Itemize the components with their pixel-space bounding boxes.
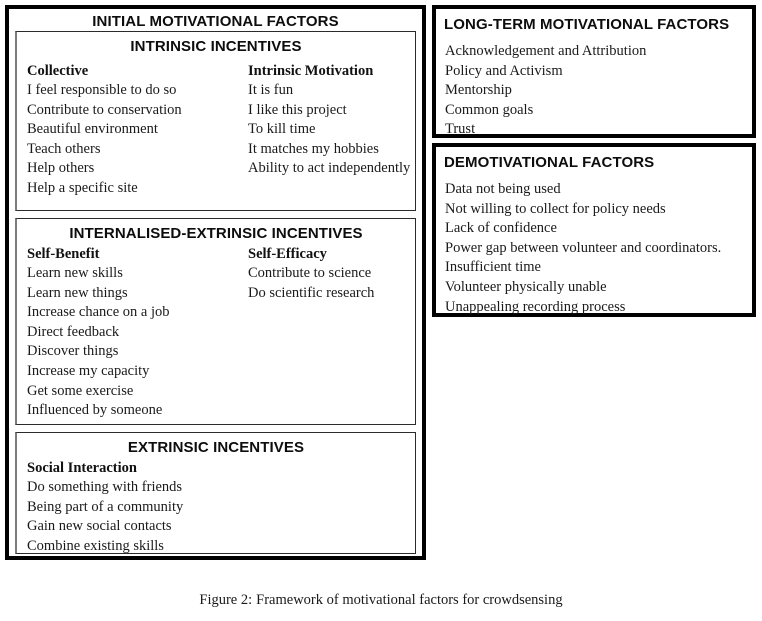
list-item: Mentorship <box>445 82 512 99</box>
initial-motivational-factors-panel: INITIAL MOTIVATIONAL FACTORS INTRINSIC I… <box>5 5 426 560</box>
list-item: I like this project <box>248 101 347 118</box>
list-item: Teach others <box>27 140 101 157</box>
list-item: Get some exercise <box>27 382 134 399</box>
list-item: Learn new things <box>27 284 128 301</box>
group-heading-self-efficacy: Self-Efficacy <box>248 246 327 262</box>
long-term-motivational-factors-panel: LONG-TERM MOTIVATIONAL FACTORS Acknowled… <box>432 5 756 138</box>
list-item: Not willing to collect for policy needs <box>445 200 666 217</box>
list-item: Direct feedback <box>27 323 120 340</box>
list-item: Lack of confidence <box>445 220 557 237</box>
extrinsic-incentives-box: EXTRINSIC INCENTIVES Social Interaction … <box>15 432 416 554</box>
initial-motivational-factors-title: INITIAL MOTIVATIONAL FACTORS <box>92 13 339 30</box>
list-item: Common goals <box>445 101 534 118</box>
list-item: Gain new social contacts <box>27 518 172 535</box>
list-item: Contribute to conservation <box>27 101 182 118</box>
figure-caption-label: Figure 2: <box>199 592 253 608</box>
list-item: Policy and Activism <box>445 62 563 79</box>
list-item: Increase chance on a job <box>27 304 170 321</box>
internalised-extrinsic-incentives-title: INTERNALISED-EXTRINSIC INCENTIVES <box>69 225 363 242</box>
list-item: Being part of a community <box>27 498 184 515</box>
list-item: Do something with friends <box>27 479 183 495</box>
list-item: Increase my capacity <box>27 362 150 379</box>
list-item: Unappealing recording process <box>445 298 626 315</box>
demotivational-factors-panel: DEMOTIVATIONAL FACTORS Data not being us… <box>432 143 756 317</box>
list-item: Learn new skills <box>27 265 123 281</box>
long-term-factors-list: Acknowledgement and Attribution Policy a… <box>445 42 752 140</box>
list-item: Trust <box>445 121 476 138</box>
list-item: Ability to act independently <box>248 160 411 177</box>
list-item: It matches my hobbies <box>248 140 379 157</box>
intrinsic-incentives-title: INTRINSIC INCENTIVES <box>130 38 302 55</box>
long-term-motivational-factors-title: LONG-TERM MOTIVATIONAL FACTORS <box>444 16 730 33</box>
list-item: Insufficient time <box>445 259 541 276</box>
intrinsic-collective-column: Collective I feel responsible to do so C… <box>27 61 182 199</box>
list-item: Help others <box>27 160 95 177</box>
extrinsic-incentives-title: EXTRINSIC INCENTIVES <box>127 439 305 456</box>
demotivational-factors-title: DEMOTIVATIONAL FACTORS <box>444 154 655 171</box>
list-item: To kill time <box>248 121 316 138</box>
social-interaction-column: Social Interaction Do something with fri… <box>27 458 183 556</box>
self-efficacy-column: Self-Efficacy Contribute to science Do s… <box>248 244 374 303</box>
list-item: Data not being used <box>445 181 561 197</box>
figure-caption-text: Framework of motivational factors for cr… <box>256 592 563 608</box>
internalised-extrinsic-incentives-box: INTERNALISED-EXTRINSIC INCENTIVES Self-B… <box>15 218 416 425</box>
list-item: Volunteer physically unable <box>445 278 607 295</box>
list-item: Combine existing skills <box>27 537 164 554</box>
list-item: It is fun <box>248 82 294 98</box>
group-heading-intrinsic-motivation: Intrinsic Motivation <box>248 63 374 79</box>
list-item: Help a specific site <box>27 179 138 196</box>
list-item: I feel responsible to do so <box>27 82 177 98</box>
list-item: Discover things <box>27 343 119 360</box>
list-item: Do scientific research <box>248 284 375 301</box>
list-item: Influenced by someone <box>27 402 163 419</box>
demotivational-factors-list: Data not being used Not willing to colle… <box>445 180 752 317</box>
figure-caption: Figure 2:Framework of motivational facto… <box>0 592 762 609</box>
self-benefit-column: Self-Benefit Learn new skills Learn new … <box>27 244 170 421</box>
intrinsic-incentives-box: INTRINSIC INCENTIVES Collective I feel r… <box>15 31 416 211</box>
group-heading-collective: Collective <box>27 63 89 79</box>
list-item: Power gap between volunteer and coordina… <box>445 239 722 256</box>
list-item: Contribute to science <box>248 265 372 281</box>
group-heading-social-interaction: Social Interaction <box>27 460 137 476</box>
list-item: Acknowledgement and Attribution <box>445 43 647 59</box>
group-heading-self-benefit: Self-Benefit <box>27 246 100 262</box>
list-item: Beautiful environment <box>27 121 158 138</box>
intrinsic-motivation-column: Intrinsic Motivation It is fun I like th… <box>248 61 410 179</box>
